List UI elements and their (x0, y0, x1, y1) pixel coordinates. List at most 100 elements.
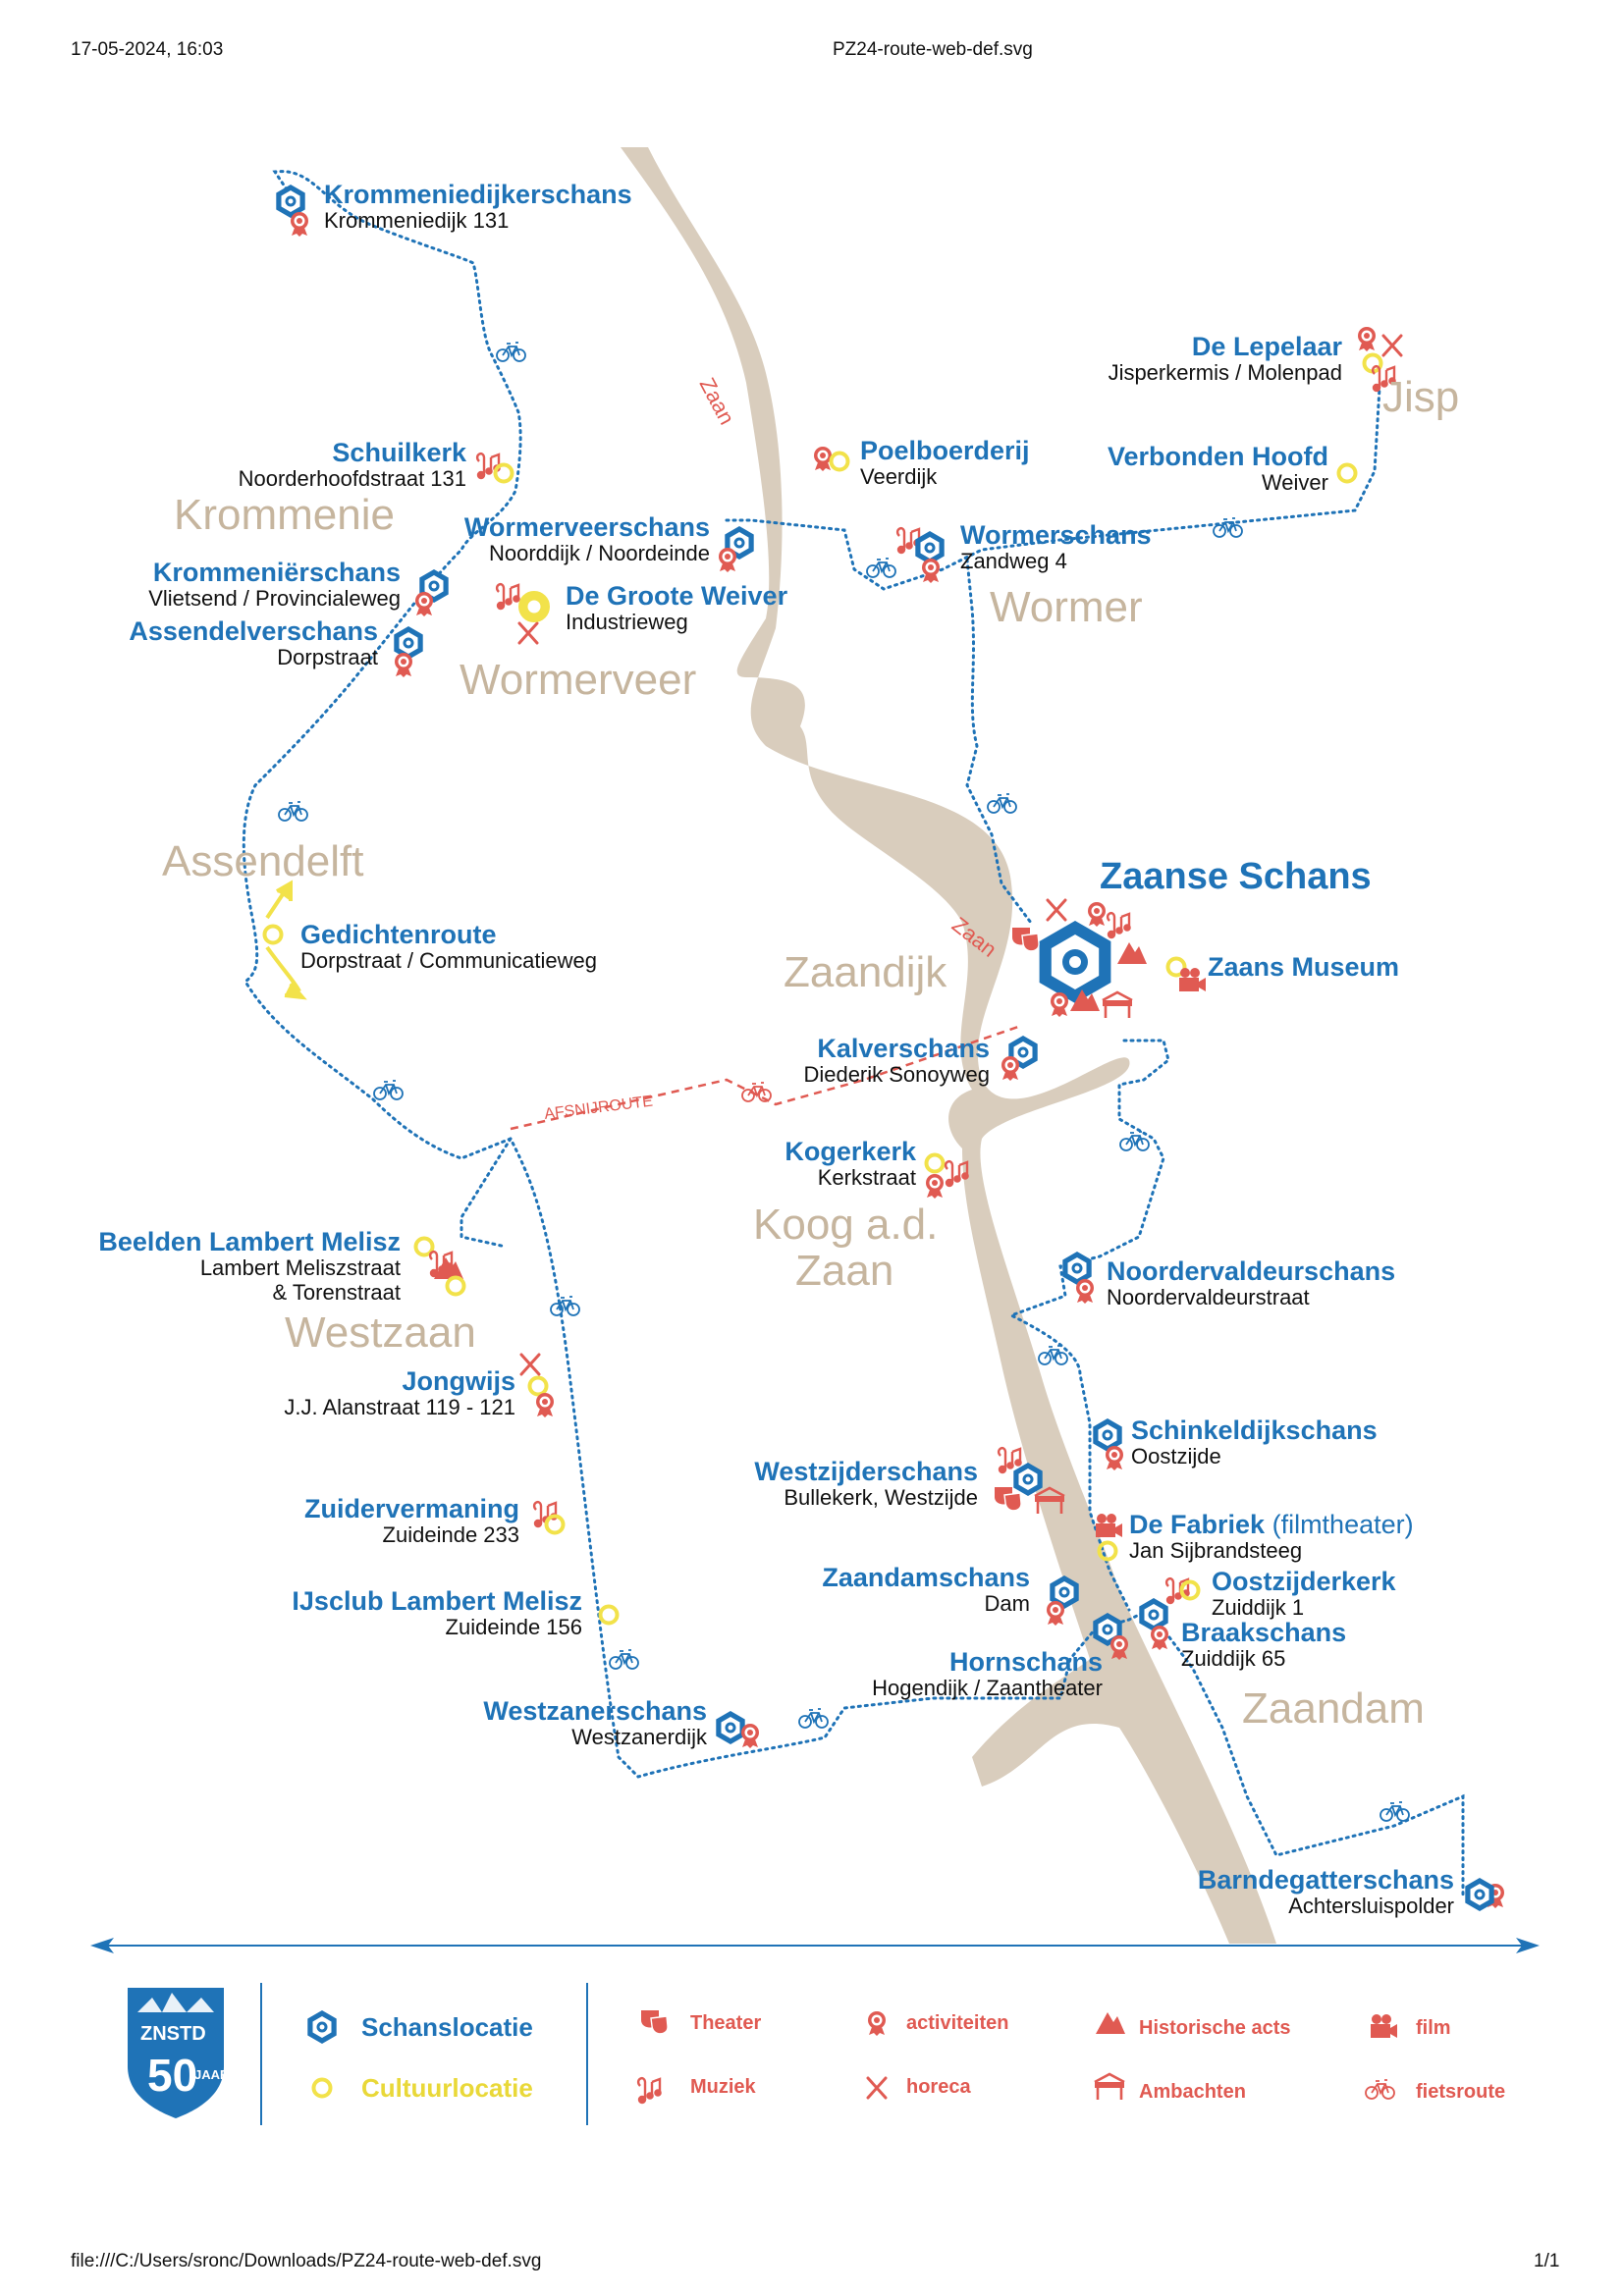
location-name: De Lepelaar (1191, 332, 1342, 361)
river-label-north: Zaan (695, 374, 740, 429)
afsnijroute-line (510, 1024, 1022, 1131)
legend-activiteiten: activiteiten (906, 2012, 1009, 2034)
legend-cultuurlocatie: Cultuurlocatie (361, 2073, 533, 2103)
location-oostzijderkerk[interactable]: Oostzijderkerk Zuiddijk 1 (1212, 1567, 1396, 1621)
location-de-fabriek[interactable]: De Fabriek (filmtheater) Jan Sijbrandste… (1129, 1510, 1414, 1564)
bicycle-icon (1365, 2079, 1395, 2100)
location-krommeniedijkerschans[interactable]: Krommeniedijkerschans Krommeniedijk 131 (324, 180, 632, 234)
historic-icon (1096, 2012, 1125, 2034)
location-name: De Fabriek (filmtheater) (1129, 1510, 1414, 1539)
location-assendelverschans[interactable]: Assendelverschans Dorpstraat (129, 616, 378, 670)
gedichtenroute-arrow (265, 880, 307, 1000)
location-address: Oostzijde (1131, 1444, 1221, 1469)
town-westzaan: Westzaan (285, 1308, 476, 1357)
location-address: Noorddijk / Noordeinde (488, 541, 710, 566)
location-address: Noorderhoofdstraat 131 (238, 466, 466, 492)
map-markers (262, 185, 1504, 1911)
location-zaanse-schans[interactable]: Zaanse Schans (1100, 856, 1372, 898)
location-name: Schinkeldijkschans (1131, 1415, 1378, 1445)
afsnijroute-label: AFSNIJROUTE (543, 1094, 653, 1123)
crafts-icon (1093, 2072, 1126, 2102)
location-barndegatterschans[interactable]: Barndegatterschans Achtersluispolder (1198, 1865, 1454, 1919)
town-krommenie: Krommenie (174, 491, 395, 539)
location-zaandamschans[interactable]: Zaandamschans Dam (822, 1563, 1030, 1617)
location-kogerkerk[interactable]: Kogerkerk Kerkstraat (784, 1137, 916, 1191)
town-jisp: Jisp (1382, 373, 1460, 421)
location-name: De Groote Weiver (566, 581, 788, 611)
location-name: Kogerkerk (784, 1137, 916, 1166)
location-wormerschans[interactable]: Wormerschans Zandweg 4 (960, 520, 1152, 574)
location-address: Hogendijk / Zaantheater (872, 1676, 1103, 1701)
location-address: Dam (984, 1591, 1030, 1617)
location-name-main: De Fabriek (1129, 1510, 1266, 1539)
location-name: Oostzijderkerk (1212, 1567, 1396, 1596)
location-name: Wormerschans (960, 520, 1152, 550)
location-address: Industrieweg (566, 610, 688, 635)
location-address: Achtersluispolder (1288, 1894, 1454, 1919)
location-name: Westzijderschans (754, 1457, 978, 1486)
legend-horeca: horeca (906, 2076, 971, 2098)
town-assendelft: Assendelft (162, 837, 364, 885)
location-address: Krommeniedijk 131 (324, 208, 510, 234)
location-name: Hornschans (948, 1647, 1103, 1677)
cutlery-icon (866, 2076, 888, 2100)
legend-divider (90, 1938, 1540, 2125)
rosette-icon (868, 2011, 886, 2036)
znstd-logo (128, 1988, 224, 2118)
music-icon (636, 2076, 662, 2105)
location-wormerveerschans[interactable]: Wormerveerschans Noorddijk / Noordeinde (464, 512, 710, 566)
town-wormerveer: Wormerveer (460, 656, 697, 704)
location-name: Zaans Museum (1208, 952, 1400, 982)
location-verbonden-hoofd[interactable]: Verbonden Hoofd Weiver (1108, 442, 1328, 496)
location-name: Noordervaldeurschans (1107, 1256, 1396, 1286)
location-address-line2: & Torenstraat (272, 1279, 401, 1305)
location-poelboerderij[interactable]: Poelboerderij Veerdijk (860, 436, 1030, 490)
location-zuidervermaning[interactable]: Zuidervermaning Zuideinde 233 (304, 1494, 519, 1548)
location-schinkeldijkschans[interactable]: Schinkeldijkschans Oostzijde (1131, 1415, 1378, 1469)
location-noordervaldeurschans[interactable]: Noordervaldeurschans Noordervaldeurstraa… (1107, 1256, 1395, 1310)
location-jongwijs[interactable]: Jongwijs J.J. Alanstraat 119 - 121 (284, 1366, 515, 1420)
location-name: Jongwijs (402, 1366, 515, 1396)
location-address: Jisperkermis / Molenpad (1108, 360, 1342, 386)
location-name-suffix: (filmtheater) (1271, 1510, 1414, 1539)
legend-historische-acts: Historische acts (1139, 2017, 1291, 2039)
town-koog: Koog a.d. (753, 1201, 939, 1249)
location-hornschans[interactable]: Hornschans Hogendijk / Zaantheater (872, 1647, 1103, 1701)
legend-ambachten: Ambachten (1139, 2081, 1246, 2103)
location-name: Barndegatterschans (1197, 1865, 1454, 1895)
location-de-lepelaar[interactable]: De Lepelaar Jisperkermis / Molenpad (1109, 332, 1342, 386)
location-beelden-lambert-melisz[interactable]: Beelden Lambert Melisz Lambert Meliszstr… (98, 1227, 401, 1305)
location-name: Westzanerschans (483, 1696, 707, 1726)
location-zaans-museum[interactable]: Zaans Museum (1208, 952, 1399, 982)
film-icon (1371, 2014, 1397, 2038)
location-address: J.J. Alanstraat 119 - 121 (284, 1395, 515, 1420)
location-de-groote-weiver[interactable]: De Groote Weiver Industrieweg (566, 581, 787, 635)
location-westzanerschans[interactable]: Westzanerschans Westzanerdijk (483, 1696, 707, 1750)
town-zaandam: Zaandam (1242, 1684, 1425, 1733)
location-gedichtenroute[interactable]: Gedichtenroute Dorpstraat / Communicatie… (300, 920, 597, 974)
location-address: Zuiddijk 65 (1181, 1646, 1286, 1672)
legend-muziek: Muziek (690, 2076, 756, 2098)
location-name: Schuilkerk (332, 438, 466, 467)
location-address: Zuideinde 156 (445, 1615, 582, 1640)
location-address: Zuideinde 233 (382, 1522, 519, 1548)
location-schuilkerk[interactable]: Schuilkerk Noorderhoofdstraat 131 (239, 438, 466, 492)
location-address: Dorpstraat (277, 645, 378, 670)
location-name: Beelden Lambert Melisz (98, 1227, 401, 1256)
location-westzijderschans[interactable]: Westzijderschans Bullekerk, Westzijde (754, 1457, 978, 1511)
location-name: Zuidervermaning (303, 1494, 519, 1523)
location-address: Vlietsend / Provincialeweg (148, 586, 401, 612)
print-page: 1/1 (1534, 2251, 1560, 2271)
location-kalverschans[interactable]: Kalverschans Diederik Sonoyweg (803, 1034, 990, 1088)
legend-schanslocatie: Schanslocatie (361, 2012, 533, 2042)
location-address: Noordervaldeurstraat (1107, 1285, 1310, 1310)
location-braakschans[interactable]: Braakschans Zuiddijk 65 (1181, 1618, 1346, 1672)
location-ijsclub-lambert-melisz[interactable]: IJsclub Lambert Melisz Zuideinde 156 (292, 1586, 582, 1640)
legend-theater: Theater (690, 2012, 762, 2034)
location-address: Zuiddijk 1 (1212, 1595, 1305, 1621)
theater-icon (640, 2009, 669, 2035)
location-name: Wormerveerschans (463, 512, 710, 542)
location-name: Assendelverschans (129, 616, 378, 646)
location-krommenierschans[interactable]: Krommeniërschans Vlietsend / Provinciale… (148, 558, 401, 612)
